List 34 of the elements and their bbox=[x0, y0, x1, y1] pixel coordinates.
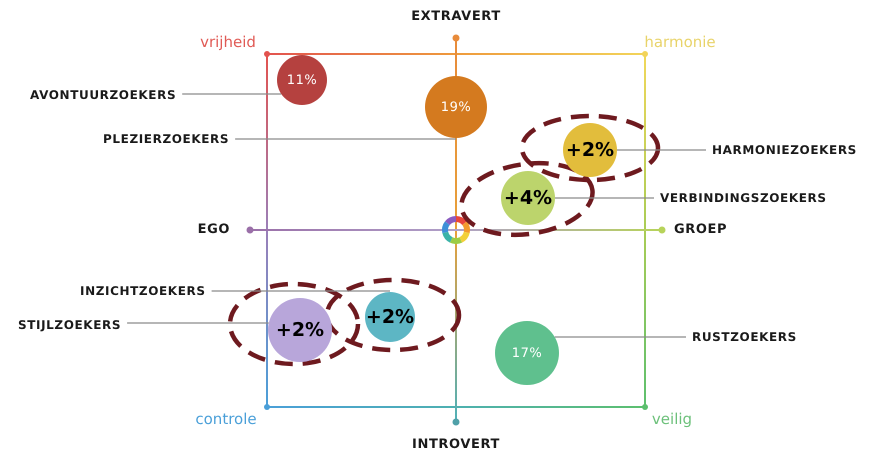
percentage-bubble bbox=[501, 171, 555, 225]
axis-label: GROEP bbox=[674, 222, 728, 238]
segment-label: VERBINDINGSZOEKERS bbox=[660, 190, 827, 206]
corner-label: veilig bbox=[652, 410, 692, 428]
leader-line bbox=[554, 336, 686, 338]
axis-label: EGO bbox=[198, 222, 230, 238]
percentage-label: 17% bbox=[512, 346, 542, 360]
percentage-label: +4% bbox=[504, 187, 552, 209]
percentage-label: 19% bbox=[440, 100, 472, 114]
leader-line bbox=[235, 138, 456, 140]
corner-label: harmonie bbox=[644, 33, 716, 51]
percentage-label: +2% bbox=[366, 306, 414, 328]
percentage-label: 11% bbox=[286, 72, 318, 88]
leader-line bbox=[617, 149, 706, 151]
percentage-bubble bbox=[563, 123, 617, 177]
corner-label: vrijheid bbox=[200, 33, 256, 51]
percentage-label: +2% bbox=[566, 139, 614, 161]
percentage-bubble bbox=[268, 298, 332, 362]
segment-label: HARMONIEZOEKERS bbox=[712, 142, 857, 158]
leader-line bbox=[555, 197, 654, 199]
corner-label: controle bbox=[195, 410, 257, 428]
leader-line bbox=[127, 322, 269, 324]
percentage-label: +2% bbox=[276, 319, 324, 341]
axis-label: EXTRAVERT bbox=[411, 9, 501, 25]
leader-line bbox=[182, 93, 282, 95]
percentage-bubble bbox=[277, 55, 327, 105]
leader-line bbox=[212, 290, 390, 292]
segment-label: PLEZIERZOEKERS bbox=[103, 132, 230, 146]
percentage-bubble bbox=[365, 292, 415, 342]
axis-label: INTROVERT bbox=[412, 437, 500, 453]
segment-label: INZICHTZOEKERS bbox=[80, 284, 206, 298]
segment-label: RUSTZOEKERS bbox=[692, 330, 797, 344]
segment-label: STIJLZOEKERS bbox=[18, 318, 122, 332]
segment-label: AVONTUURZOEKERS bbox=[30, 88, 176, 102]
